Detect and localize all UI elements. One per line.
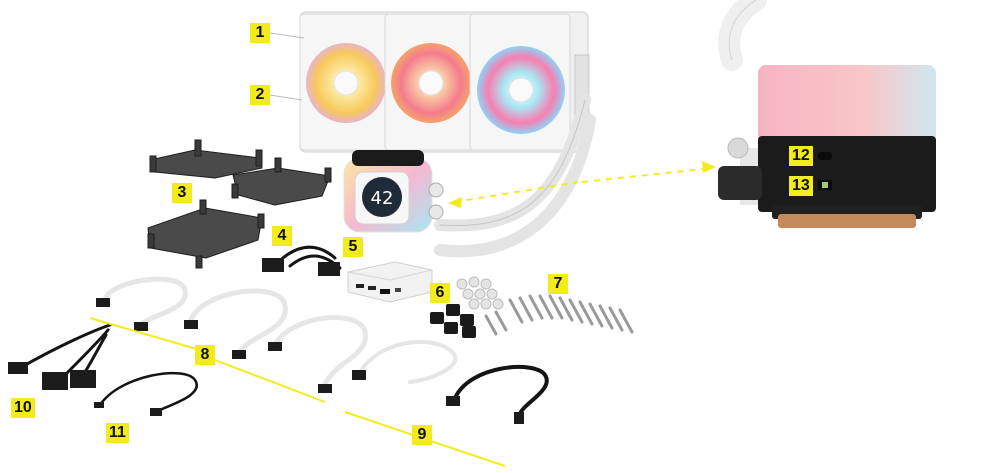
callout-1: 1	[250, 23, 270, 43]
callout-2: 2	[250, 85, 270, 105]
hub-controller-icon	[347, 261, 433, 303]
callout-8: 8	[195, 345, 215, 365]
callout-4: 4	[272, 226, 292, 246]
pump-display-readout: 42	[371, 188, 394, 209]
callout-3: 3	[172, 183, 192, 203]
callout-9: 9	[412, 425, 432, 445]
usb-cable-icon	[453, 364, 549, 417]
power-splitter-cable-icon	[18, 323, 112, 382]
callout-10: 10	[11, 398, 35, 418]
fan-icon	[299, 13, 393, 151]
adhesive-pads-icon	[430, 304, 476, 338]
thin-cable-icon	[98, 371, 198, 414]
rgb-cable-icon	[358, 339, 458, 384]
thin-cable-connectors	[94, 402, 162, 416]
power-cable-connectors	[8, 362, 96, 390]
callout-7: 7	[548, 274, 568, 294]
pump-block-icon: 42	[343, 150, 444, 233]
cable-connectors-9	[352, 370, 524, 424]
fan-splitter-cable-icon	[262, 245, 342, 276]
fan-icon	[469, 13, 571, 151]
white-cable-connectors	[96, 298, 332, 393]
screw-set-icon	[456, 276, 634, 336]
cpu-mount-bracket-icon	[147, 139, 332, 269]
callout-6: 6	[430, 283, 450, 303]
callout-13: 13	[789, 176, 813, 196]
pump-closeup	[718, 0, 936, 228]
white-fan-cable-icon	[102, 276, 368, 387]
callout-12: 12	[789, 146, 813, 166]
callout-5: 5	[343, 237, 363, 257]
usb-c-port-icon	[818, 152, 832, 160]
radiator-fans	[269, 11, 590, 153]
coolant-hoses	[434, 94, 596, 258]
callout-11: 11	[106, 423, 129, 443]
fan-icon	[384, 13, 478, 151]
